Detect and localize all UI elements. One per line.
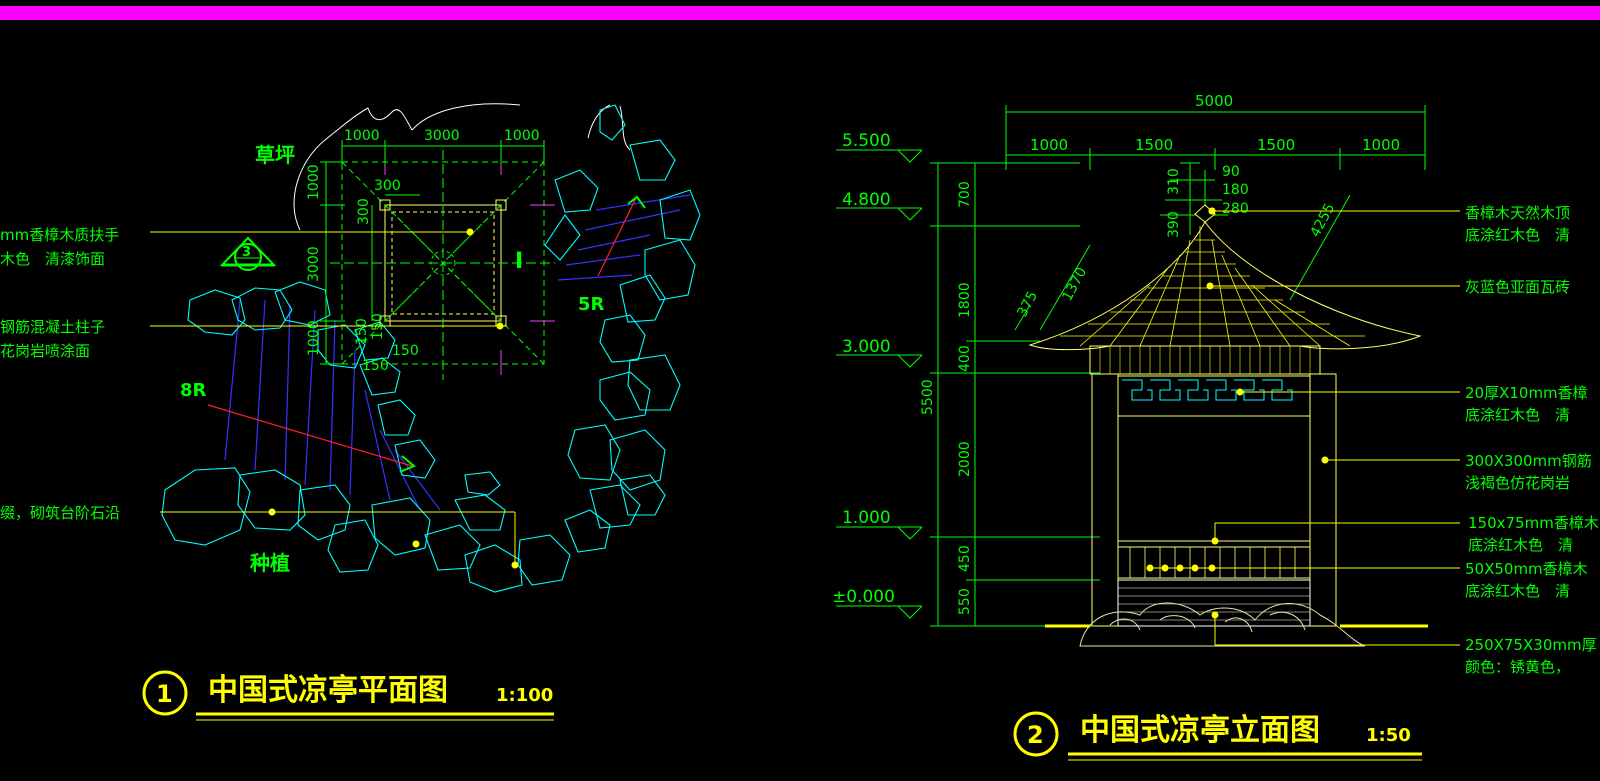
level-4800: 4.800 [842, 190, 891, 210]
roof-dim-1370: 1370 [1059, 265, 1090, 304]
elev-dim-700: 700 [957, 181, 973, 208]
rock-outlines [161, 104, 701, 593]
elevation-title: 中国式凉亭立面图 [1080, 713, 1320, 748]
elev-note-6: 300X300mm钢筋 [1465, 452, 1592, 470]
level-5500: 5.500 [842, 131, 891, 151]
roof-detail-dims [1014, 162, 1351, 331]
section-letter: I [515, 249, 523, 274]
elev-note-4: 20厚X10mm香樟 [1465, 384, 1588, 402]
elev-dim-1800: 1800 [957, 282, 973, 318]
plan-title-number: 1 [156, 680, 173, 708]
level-markers [836, 149, 923, 619]
radius-arrow-5r [627, 195, 646, 209]
radius-label-5r: 5R [578, 294, 605, 315]
elevation-view: 5.500 4.800 3.000 1.000 ±0.000 700 1800 … [832, 92, 1599, 761]
elev-note-10: 50X50mm香樟木 [1465, 560, 1588, 578]
roof-dim-90: 90 [1222, 164, 1240, 180]
elev-dim-400: 400 [957, 345, 973, 372]
radius-line-5r [597, 197, 637, 277]
elevation-leader-lines [1146, 207, 1460, 646]
radius-label-8r: 8R [180, 380, 207, 401]
section-marker [219, 236, 277, 271]
planting-label: 种植 [249, 551, 290, 575]
pavilion-elevation [1028, 204, 1428, 628]
plan-inner-dim-150-b: 150 [370, 313, 386, 340]
roof-dim-180: 180 [1222, 182, 1249, 198]
elev-note-1: 香樟木天然木顶 [1465, 204, 1570, 222]
elev-note-8: 150x75mm香樟木 [1468, 514, 1599, 532]
elev-note-13: 颜色：锈黄色， [1465, 658, 1570, 676]
plan-inner-dim-300-h: 300 [374, 178, 401, 194]
plan-note-column-2: 花岗岩喷涂面 [0, 342, 90, 360]
plan-inner-dim-150-c: 150 [392, 343, 419, 359]
elevation-title-number: 2 [1027, 721, 1044, 749]
plan-top-dim-2: 3000 [424, 128, 460, 144]
elev-dim-450: 450 [957, 545, 973, 572]
top-border-bar [0, 6, 1600, 20]
elevation-rocks [1079, 602, 1366, 647]
elev-dim-2000: 2000 [957, 441, 973, 477]
elev-note-11: 底涂红木色 清 [1465, 582, 1570, 600]
plan-left-dim-1: 1000 [306, 164, 322, 200]
plan-leader-lines [150, 228, 519, 569]
plan-note-steps: 缀，砌筑台阶石沿 [0, 504, 120, 522]
plan-note-column-1: 钢筋混凝土柱子 [0, 318, 105, 336]
elev-top-dim-4: 1000 [1362, 136, 1400, 154]
plan-note-handrail-2: 木色 清漆饰面 [0, 250, 105, 268]
elev-top-total: 5000 [1195, 92, 1233, 110]
terrain-lines [293, 103, 631, 231]
plan-top-dim-1: 1000 [344, 128, 380, 144]
elev-note-9: 底涂红木色 清 [1468, 536, 1573, 554]
plan-view: 1000 3000 1000 1000 3000 1000 300 300 15… [0, 103, 701, 721]
plan-left-dim-3: 1000 [306, 320, 322, 356]
plan-title-scale: 1:100 [496, 685, 553, 706]
elevation-top-dims [1005, 105, 1426, 170]
roof-dim-4255: 4255 [1307, 201, 1338, 240]
elev-dim-550: 550 [957, 588, 973, 615]
plan-title-circle [142, 670, 188, 716]
elev-dim-5500: 5500 [920, 379, 936, 415]
plan-inner-dim-150-a: 150 [354, 318, 370, 345]
elevation-title-circle [1013, 711, 1059, 757]
elevation-title-scale: 1:50 [1366, 725, 1411, 746]
elev-note-2: 底涂红木色 清 [1465, 226, 1570, 244]
roof-dim-310: 310 [1166, 168, 1182, 195]
roof-dim-375: 375 [1014, 289, 1041, 320]
plan-top-dim-3: 1000 [504, 128, 540, 144]
level-0000: ±0.000 [832, 587, 895, 607]
plan-inner-dim-150-d: 150 [362, 358, 389, 374]
roof-dim-390: 390 [1166, 211, 1182, 238]
elev-top-dim-2: 1500 [1135, 136, 1173, 154]
plan-title: 中国式凉亭平面图 [208, 673, 448, 708]
section-marker-number: 3 [242, 245, 251, 260]
level-3000: 3.000 [842, 337, 891, 357]
plan-note-handrail-1: mm香樟木质扶手 [0, 226, 119, 244]
elev-note-5: 底涂红木色 清 [1465, 406, 1570, 424]
elev-note-7: 浅褐色仿花岗岩 [1465, 474, 1570, 492]
stream-hatch [224, 194, 691, 511]
elev-top-dim-3: 1500 [1257, 136, 1295, 154]
plan-inner-dim-300-v: 300 [356, 198, 372, 225]
plan-left-dim-2: 3000 [306, 246, 322, 282]
radius-line-8r [207, 404, 413, 467]
elev-top-dim-1: 1000 [1030, 136, 1068, 154]
level-1000: 1.000 [842, 508, 891, 528]
lawn-label: 草坪 [255, 143, 295, 167]
plan-dimension-lines [320, 140, 545, 365]
roof-dim-280: 280 [1222, 201, 1249, 217]
elev-note-12: 250X75X30mm厚 [1465, 636, 1597, 654]
radius-arrow-8r [399, 455, 416, 473]
elev-note-3: 灰蓝色亚面瓦砖 [1465, 278, 1570, 296]
elevation-vertical-dims [930, 162, 1100, 627]
